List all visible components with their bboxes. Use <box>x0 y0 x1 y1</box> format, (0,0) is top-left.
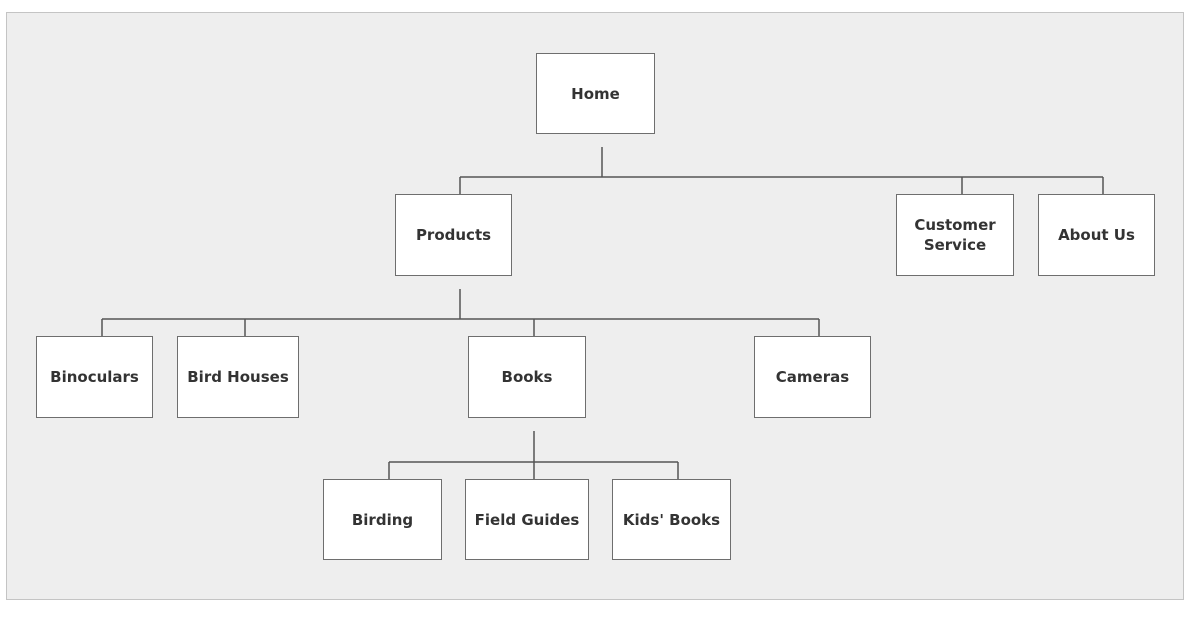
node-about-us-label: About Us <box>1058 226 1135 244</box>
node-binoculars: Binoculars <box>36 336 153 418</box>
node-customer-service: Customer Service <box>896 194 1014 276</box>
node-products: Products <box>395 194 512 276</box>
node-books: Books <box>468 336 586 418</box>
node-field-guides: Field Guides <box>465 479 589 560</box>
node-home-label: Home <box>571 84 620 103</box>
node-birding-label: Birding <box>351 510 414 529</box>
node-books-label: Books <box>501 368 553 386</box>
connector-lines <box>101 147 1104 492</box>
node-field-guides-label: Field Guides <box>474 510 580 529</box>
node-customer-service-label: Customer Service <box>914 216 996 254</box>
node-bird-houses: Bird Houses <box>177 336 299 418</box>
node-about-us: About Us <box>1038 194 1155 276</box>
node-kids-books-label: Kids' Books <box>622 510 721 529</box>
node-kids-books: Kids' Books <box>612 479 731 560</box>
node-cameras-label: Cameras <box>775 368 850 386</box>
node-binoculars-label: Binoculars <box>50 368 139 386</box>
node-cameras: Cameras <box>754 336 871 418</box>
node-home: Home <box>536 53 655 134</box>
node-products-label: Products <box>415 226 492 244</box>
node-birding: Birding <box>323 479 442 560</box>
node-bird-houses-label: Bird Houses <box>187 368 289 386</box>
